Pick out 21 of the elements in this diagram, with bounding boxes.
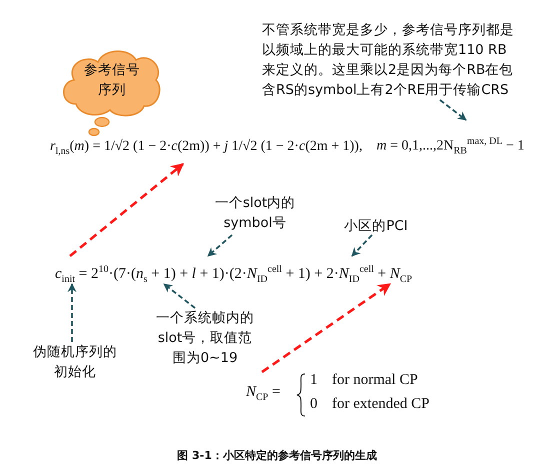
annotation-text: 一个系统帧内的slot号，取值范围为0~19 bbox=[153, 308, 257, 372]
case-condition: for normal CP bbox=[332, 372, 418, 389]
arrow bbox=[439, 99, 467, 121]
arrow bbox=[351, 234, 373, 257]
formula-lhs: N$_{CP}$ = bbox=[246, 384, 280, 403]
annotation-text: 伪随机序列的初始化 bbox=[33, 342, 117, 382]
annotation-text: 不管系统带宽是多少，参考信号序列都是以频域上的最大可能的系统带宽110 RB来定义的。这里乘以2是因为每个RB在包含RS的symbol上有2个RE用于传输CRS bbox=[262, 20, 518, 100]
case-value: 1 bbox=[310, 372, 318, 389]
arrow bbox=[261, 282, 392, 374]
arrow bbox=[69, 163, 184, 257]
arrow bbox=[163, 283, 196, 309]
arrow bbox=[207, 234, 233, 257]
figure-caption: 图 3-1：小区特定的参考信号序列的生成 bbox=[176, 448, 378, 463]
annotation-text: 小区的PCI bbox=[335, 216, 417, 235]
formula-range: m = 0,1,...,2N$_{RB}$$^{max, DL}$ − 1 bbox=[376, 135, 524, 158]
arrow bbox=[68, 283, 76, 342]
annotation-text: 一个slot内的symbol号 bbox=[205, 193, 305, 235]
formula: c$_{init}$ = 2$^{10}$·(7·(n$_{s}$ + 1) + l + 1)·(2·N$_{ID}$$^{cell}$ + 1) + 2·N$_{ID}$$^{cell}$ + N$_{CP}$ bbox=[55, 263, 412, 287]
case-condition: for extended CP bbox=[332, 396, 430, 413]
formula: r$_{l,ns}$(m) = 1/√2 (1 − 2·c(2m)) + j 1/√2 (1 − 2·c(2m + 1)), bbox=[50, 138, 362, 158]
case-value: 0 bbox=[310, 396, 318, 413]
